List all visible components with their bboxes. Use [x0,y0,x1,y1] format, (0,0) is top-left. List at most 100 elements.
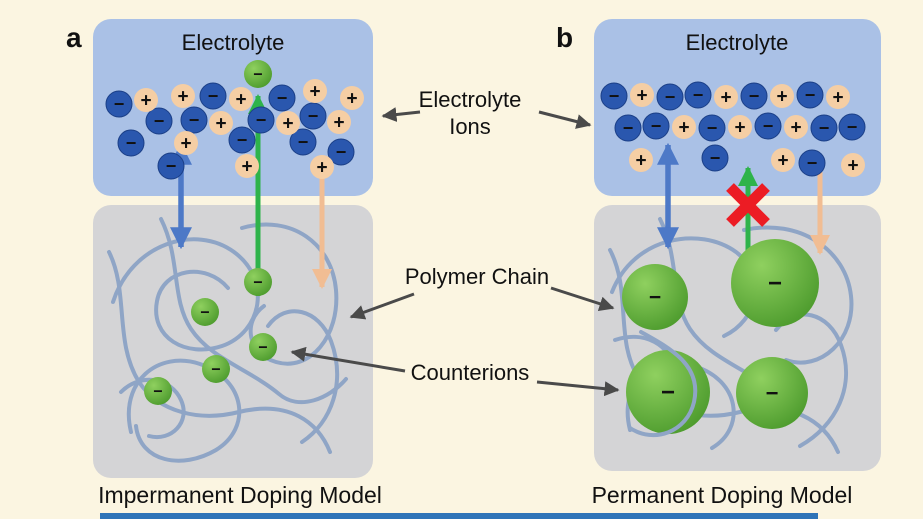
counterion-icon: − [191,298,219,326]
counterion-icon: − [244,268,272,296]
svg-text:+: + [777,150,788,171]
cation-icon: + [672,115,696,139]
svg-text:+: + [832,87,843,108]
panel-b-label: b [556,22,573,53]
legend-arrow-electrolyte-ions-right [538,110,592,129]
legend-counterions: Counterions [411,360,530,385]
svg-text:+: + [215,113,226,134]
cation-icon: + [629,148,653,172]
cation-icon: + [276,111,300,135]
electrolyte-ions-b: −−−−−−−−−−−−−++++++++++ [600,81,866,177]
anion-icon: − [299,102,327,130]
cation-icon: + [771,148,795,172]
anion-icon: − [289,128,317,156]
svg-text:−: − [623,118,634,138]
counterion-icon: − [731,239,819,327]
panel-a: a Electrolyte −−−−−−−−−−−−+++++++++++ −−… [66,19,382,508]
svg-text:−: − [763,116,774,136]
cation-icon: + [728,115,752,139]
polymer-chain-path [107,250,332,454]
legend-arrow-polymer-chain-left [349,292,415,320]
legend-arrow-counterions-left [290,346,406,373]
svg-text:−: − [807,153,818,173]
svg-text:−: − [154,111,165,131]
svg-text:+: + [678,117,689,138]
anion-icon: − [105,90,133,118]
anion-icon: − [327,138,355,166]
anion-icon: − [199,82,227,110]
cation-icon: + [327,110,351,134]
svg-text:−: − [258,339,267,356]
anion-icon: − [754,112,782,140]
svg-text:+: + [333,112,344,133]
svg-text:+: + [776,86,787,107]
svg-text:+: + [790,117,801,138]
cation-icon: + [229,87,253,111]
caption-a: Impermanent Doping Model [98,482,382,508]
svg-text:+: + [282,113,293,134]
blocked-cross-icon [726,183,770,227]
svg-text:−: − [256,110,267,130]
anion-icon: − [701,144,729,172]
anion-icon: − [796,81,824,109]
svg-text:+: + [140,90,151,111]
cation-icon: + [174,131,198,155]
cation-icon: + [171,84,195,108]
counterion-icon: − [622,264,688,330]
cation-icon: + [303,79,327,103]
svg-text:−: − [665,87,676,107]
anion-icon: − [268,84,296,112]
svg-text:−: − [298,132,309,152]
svg-text:+: + [636,85,647,106]
panel-b: b Electrolyte −−−−−−−−−−−−−++++++++++ −−… [556,19,881,508]
svg-text:−: − [208,86,219,106]
svg-text:−: − [189,110,200,130]
svg-text:−: − [707,118,718,138]
anion-icon: − [698,114,726,142]
caption-b: Permanent Doping Model [592,482,853,508]
polymer-chains-over-b [628,330,698,438]
svg-text:+: + [316,157,327,178]
electrolyte-ions-a: −−−−−−−−−−−−+++++++++++ [105,79,364,180]
electrolyte-title-b: Electrolyte [686,30,789,55]
polymer-chain-path [266,309,340,444]
svg-text:−: − [277,88,288,108]
legend-arrow-counterions-right [536,380,620,397]
cation-icon: + [310,155,334,179]
legend-arrow-electrolyte-ions-left [381,107,421,123]
cation-icon: + [714,85,738,109]
cation-icon: + [134,88,158,112]
svg-text:+: + [241,156,252,177]
svg-text:−: − [649,286,661,309]
legend-polymer-chain: Polymer Chain [405,264,549,289]
svg-text:−: − [308,106,319,126]
anion-icon: − [247,106,275,134]
legend-arrow-polymer-chain-right [550,286,615,311]
svg-text:−: − [693,85,704,105]
counterion-icon: − [736,357,808,429]
counterion-icon: − [244,60,272,88]
counterion-icon: − [144,377,172,405]
anion-icon: − [798,149,826,177]
svg-text:−: − [805,85,816,105]
counterion-icon: − [249,333,277,361]
cation-icon: + [235,154,259,178]
svg-text:−: − [114,94,125,114]
cation-icon: + [770,84,794,108]
counterion-icon: − [202,355,230,383]
svg-text:−: − [253,274,262,291]
anion-icon: − [600,82,628,110]
svg-text:−: − [200,304,209,321]
anion-icon: − [740,82,768,110]
panel-a-label: a [66,22,82,53]
svg-text:−: − [819,118,830,138]
counterions-a: −−−−−− [144,60,277,405]
anion-icon: − [656,83,684,111]
counterion-icon: − [626,350,710,434]
cation-icon: + [826,85,850,109]
svg-text:+: + [734,117,745,138]
svg-text:+: + [235,89,246,110]
electrolyte-title-a: Electrolyte [182,30,285,55]
svg-text:−: − [609,86,620,106]
